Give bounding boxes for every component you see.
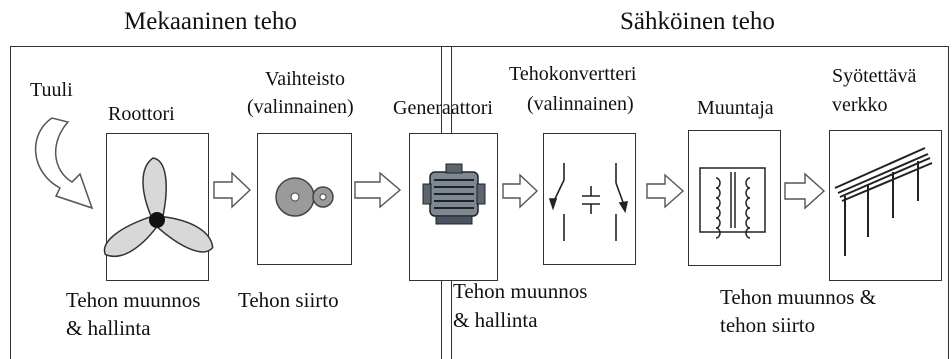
mechanical-section-title: Mekaaninen teho [124, 8, 297, 35]
gearbox-label-line1: Vaihteisto [265, 68, 345, 90]
rotor-propeller-icon [103, 157, 214, 258]
gearbox-caption: Tehon siirto [238, 288, 339, 312]
transformer-caption-line1: Tehon muunnos & [720, 285, 877, 309]
transformer-label: Muuntaja [697, 97, 774, 119]
rotor-label: Roottori [108, 103, 175, 125]
generator-motor-icon [422, 163, 486, 225]
generator-caption-line1: Tehon muunnos [453, 279, 588, 303]
transformer-caption-line2: tehon siirto [720, 313, 816, 337]
arrow-transformer-to-grid [784, 172, 826, 210]
power-lines-icon [834, 147, 933, 256]
generator-label: Generaattori [393, 97, 493, 119]
converter-box [543, 133, 636, 265]
rotor-caption-line1: Tehon muunnos [66, 288, 201, 312]
diagram-graphics [34, 117, 933, 258]
gearbox-label-line2: (valinnainen) [247, 96, 354, 118]
arrow-gearbox-to-generator [354, 171, 402, 209]
electrical-section-title: Sähköinen teho [620, 8, 775, 35]
transformer-icon [699, 167, 766, 239]
gears-icon [275, 177, 334, 217]
grid-label-line2: verkko [832, 94, 888, 116]
arrow-converter-to-transformer [646, 173, 685, 209]
arrow-rotor-to-gearbox [213, 171, 252, 209]
converter-label-line2: (valinnainen) [527, 93, 634, 115]
wind-label: Tuuli [30, 79, 73, 101]
rotor-caption-line2: & hallinta [66, 316, 151, 340]
converter-label-line1: Tehokonvertteri [509, 63, 637, 85]
generator-caption-line2: & hallinta [453, 308, 538, 332]
grid-box [829, 130, 942, 281]
converter-switch-icon [548, 163, 629, 241]
grid-label-line1: Syötettävä [832, 65, 917, 87]
wind-arrow-icon [34, 117, 94, 210]
arrow-generator-to-converter [502, 173, 539, 209]
